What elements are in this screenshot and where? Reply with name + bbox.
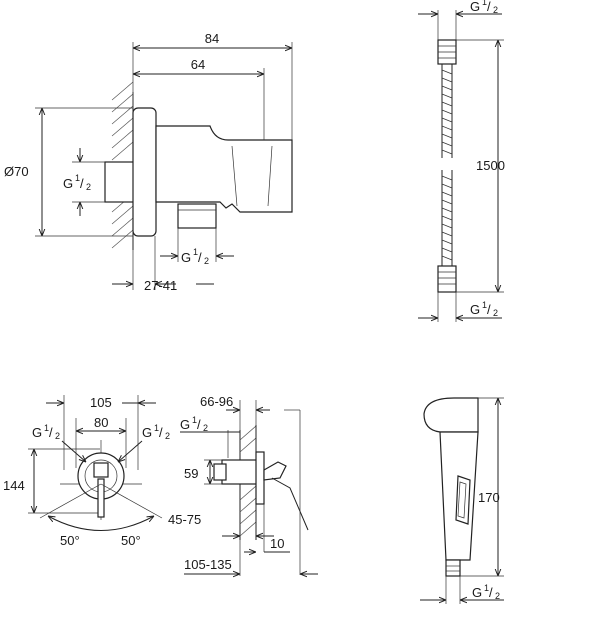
- svg-text:1: 1: [75, 173, 80, 183]
- svg-text:/: /: [487, 302, 491, 317]
- svg-text:G: G: [181, 250, 191, 265]
- hose-upper-segment: [441, 64, 453, 158]
- svg-text:/: /: [159, 425, 163, 440]
- svg-text:1: 1: [484, 583, 489, 593]
- svg-text:2: 2: [204, 256, 209, 266]
- hose-lower-segment: [441, 170, 453, 266]
- svg-text:G: G: [32, 425, 42, 440]
- outlet-body: [155, 125, 293, 213]
- svg-text:2: 2: [55, 431, 60, 441]
- svg-text:G: G: [142, 425, 152, 440]
- side-thread-label: G 1 / 2: [180, 415, 208, 433]
- svg-text:/: /: [198, 250, 202, 265]
- svg-text:G: G: [180, 417, 190, 432]
- angle-left: 50°: [60, 533, 80, 548]
- side-inlet-nipple: [213, 463, 227, 481]
- dim-105-135: 105-135: [184, 557, 232, 572]
- mixer-thread-left-label: G 1 / 2: [32, 423, 60, 441]
- thread-label-left: G 1 / 2: [63, 173, 91, 192]
- mixer-thread-right-label: G 1 / 2: [142, 423, 170, 441]
- mixer-lever: [97, 478, 105, 518]
- svg-text:2: 2: [86, 182, 91, 192]
- svg-text:1: 1: [482, 0, 487, 7]
- side-lever: [263, 461, 287, 481]
- dim-45-75: 45-75: [168, 512, 201, 527]
- svg-text:1: 1: [193, 247, 198, 257]
- dim-105: 105: [90, 395, 112, 410]
- svg-text:2: 2: [495, 591, 500, 601]
- thread-label-bottom: G 1 / 2: [181, 247, 209, 266]
- dim-64: 64: [191, 57, 205, 72]
- svg-text:1: 1: [44, 423, 49, 433]
- dim-diameter-70: Ø70: [4, 164, 29, 179]
- mixer-side-view: 66-96 G 1 / 2 59 45-75 10 105-135: [168, 394, 318, 576]
- dim-80: 80: [94, 415, 108, 430]
- dim-59: 59: [184, 466, 198, 481]
- svg-text:G: G: [470, 302, 480, 317]
- svg-text:1: 1: [154, 423, 159, 433]
- svg-text:G: G: [63, 176, 73, 191]
- shower-height: 170: [478, 490, 500, 505]
- hand-shower-view: 170 G 1 / 2: [420, 397, 504, 604]
- angle-right: 50°: [121, 533, 141, 548]
- hose-thread-top-label: G 1 / 2: [470, 0, 498, 15]
- dim-144: 144: [3, 478, 25, 493]
- svg-text:/: /: [489, 585, 493, 600]
- mixer-front-view: 105 80 G 1 / 2 G 1 / 2 144 50° 50°: [3, 395, 170, 548]
- mixer-cap: [93, 462, 109, 478]
- svg-text:2: 2: [165, 431, 170, 441]
- hose-bottom-nut: [437, 265, 457, 293]
- hose-thread-bottom-label: G 1 / 2: [470, 300, 498, 318]
- shower-thread-end: [445, 559, 461, 577]
- svg-text:/: /: [80, 176, 84, 191]
- wall-outlet-view: 84 64 Ø70 G 1 / 2 G 1 / 2 27-41: [4, 31, 293, 293]
- hose-view: G 1 / 2 1500 G 1 / 2: [418, 0, 505, 322]
- svg-text:2: 2: [493, 5, 498, 15]
- svg-text:/: /: [49, 425, 53, 440]
- dim-10: 10: [270, 536, 284, 551]
- flange: [132, 107, 157, 237]
- side-wall-hatch: [239, 425, 257, 537]
- dim-66-96: 66-96: [200, 394, 233, 409]
- svg-text:/: /: [487, 0, 491, 14]
- shower-head: [423, 397, 479, 433]
- svg-text:2: 2: [203, 423, 208, 433]
- dim-84: 84: [205, 31, 219, 46]
- dim-27-41: 27-41: [144, 278, 177, 293]
- svg-text:/: /: [197, 417, 201, 432]
- svg-text:G: G: [470, 0, 480, 14]
- side-inlet-body: [221, 459, 259, 485]
- pipe-stub: [104, 161, 138, 203]
- shower-thread-label: G 1 / 2: [472, 583, 500, 601]
- hose-length: 1500: [476, 158, 505, 173]
- outlet-nipple: [177, 203, 217, 229]
- svg-text:2: 2: [493, 308, 498, 318]
- side-cover: [255, 451, 265, 505]
- svg-text:G: G: [472, 585, 482, 600]
- svg-text:1: 1: [192, 415, 197, 425]
- svg-text:1: 1: [482, 300, 487, 310]
